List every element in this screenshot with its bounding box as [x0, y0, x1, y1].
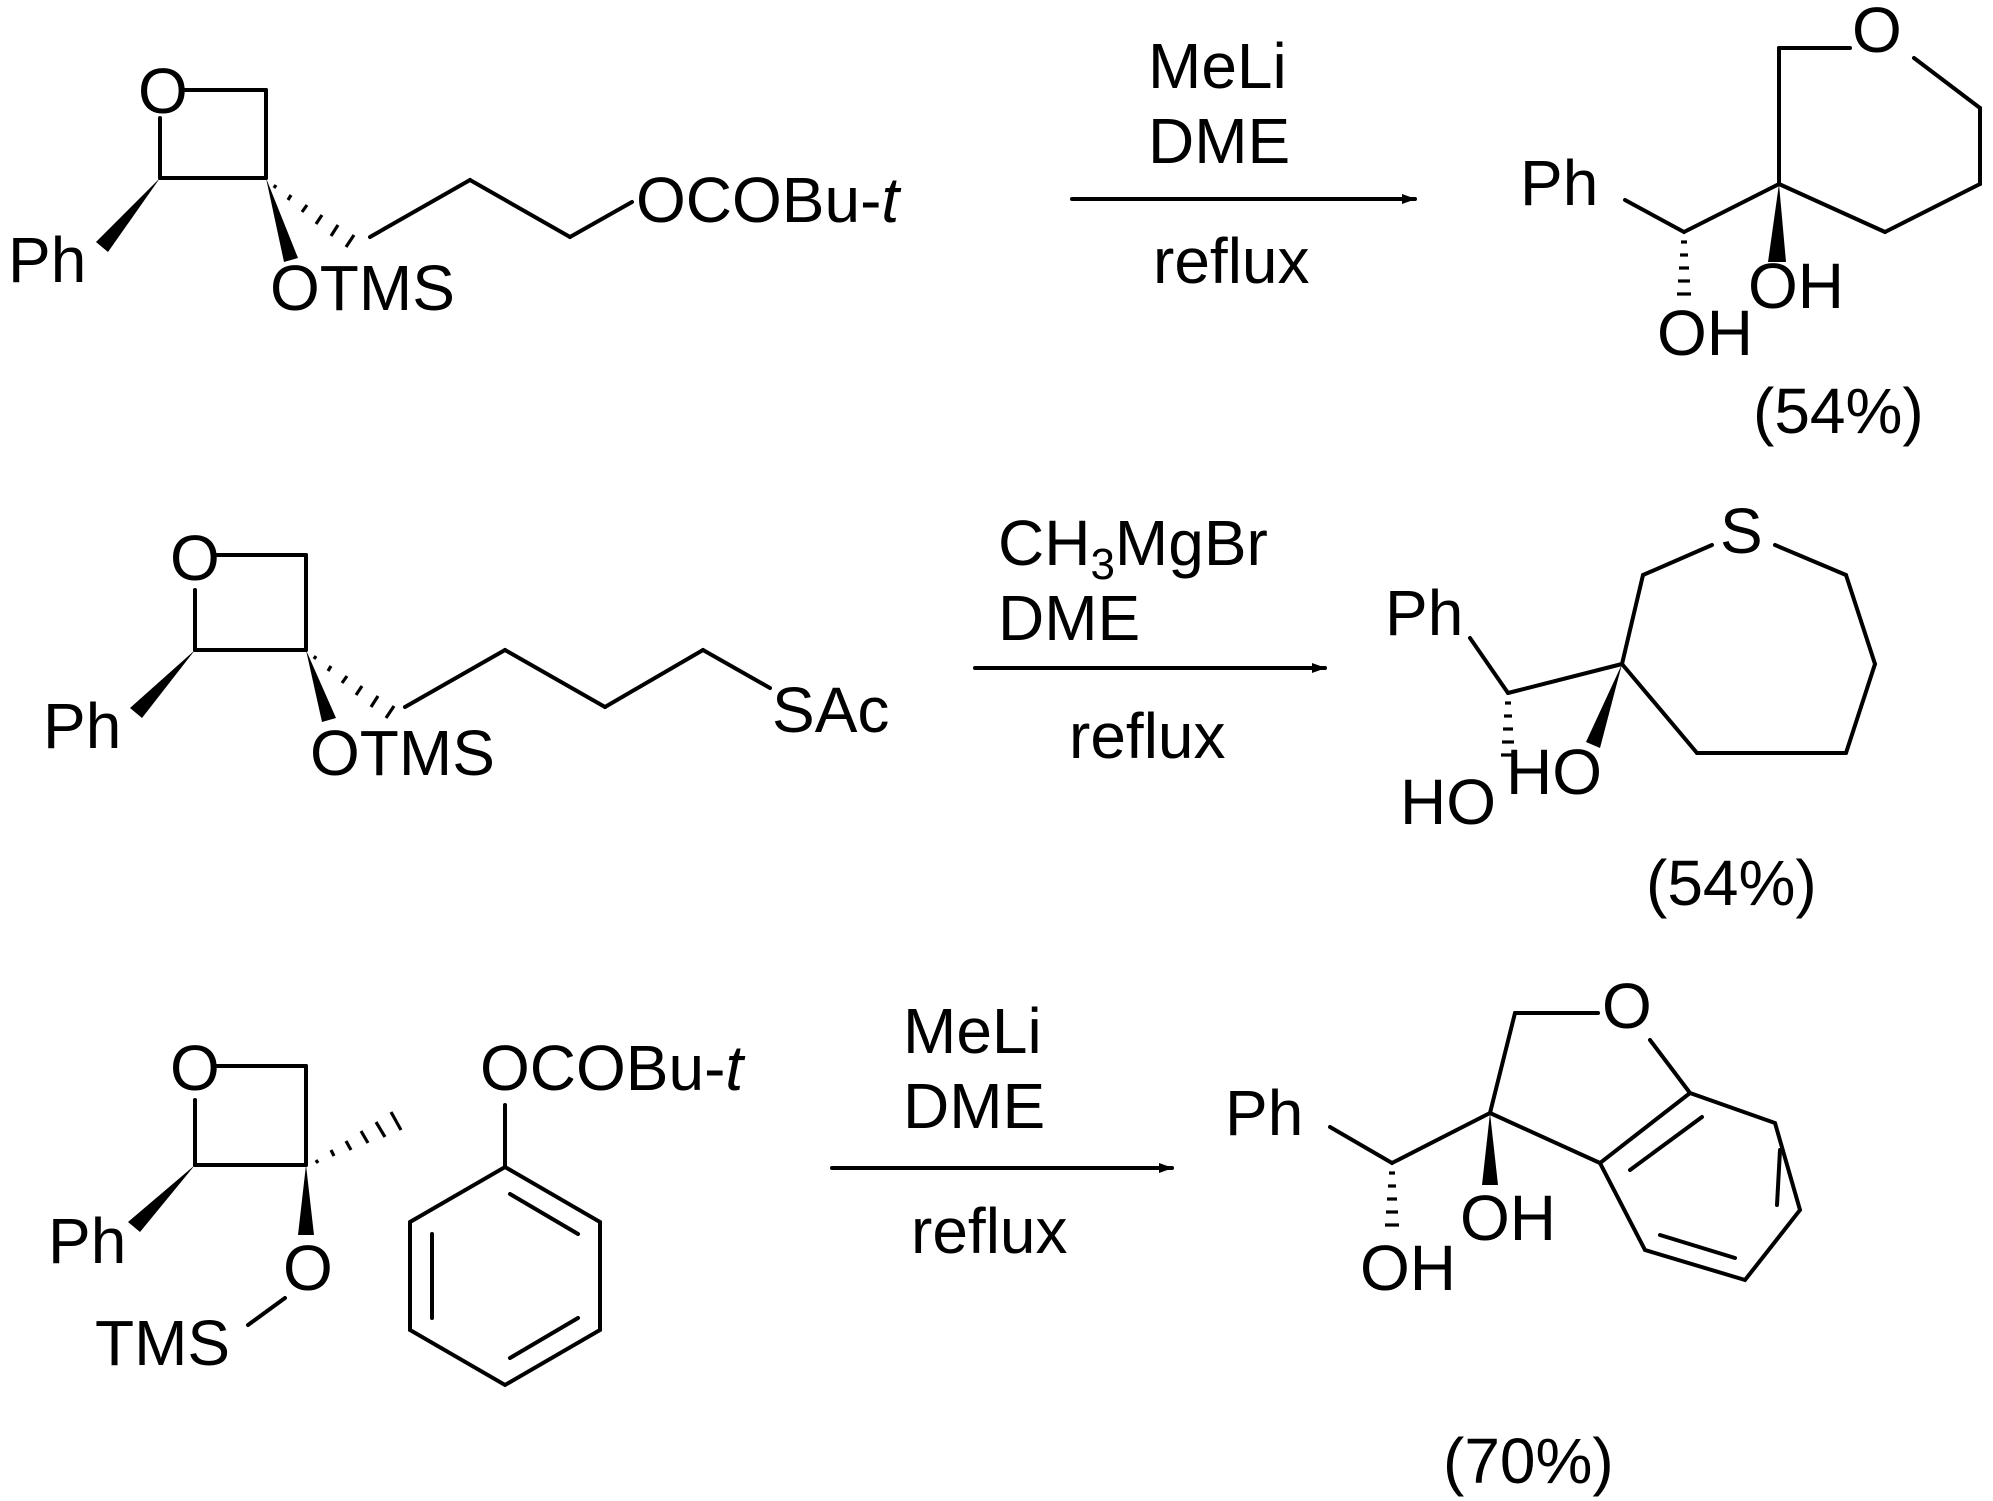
bond — [1488, 1111, 1602, 1165]
phenyl-label: Ph — [48, 1205, 126, 1277]
aromatic-bond — [508, 1192, 580, 1236]
bond — [503, 648, 607, 709]
bond — [1623, 198, 1686, 234]
bond — [1488, 1011, 1517, 1115]
bond — [1468, 636, 1510, 695]
phenyl-label: Ph — [1385, 577, 1463, 649]
bond — [1648, 1038, 1692, 1095]
silyl-ether-oxygen-label: O — [283, 1232, 333, 1304]
bond — [1883, 182, 1982, 234]
secondary-oh-label: HO — [1400, 766, 1496, 838]
yield-label: (54%) — [1753, 375, 1924, 447]
bond — [1912, 56, 1982, 110]
tms-label: TMS — [95, 1307, 230, 1379]
temperature-label: reflux — [1069, 700, 1226, 772]
reaction-3: O Ph O TMS OCOBu-t — [48, 970, 1803, 1497]
reactant-1: O Ph OTMS OCOBu-t — [8, 55, 901, 324]
conditions-1: MeLi DME reflux — [1070, 30, 1417, 297]
bond — [1328, 1125, 1394, 1165]
benzene-ring — [1597, 1090, 1803, 1283]
bond — [1620, 662, 1699, 755]
phenyl-label: Ph — [8, 224, 86, 296]
conditions-3: MeLi DME reflux — [830, 995, 1174, 1267]
product-1: O OH Ph OH — [1520, 0, 1982, 369]
secondary-oh-label: OH — [1657, 297, 1753, 369]
wedge-bond — [298, 1165, 314, 1235]
wedge-bond — [1768, 184, 1786, 262]
wedge-bond — [266, 178, 298, 262]
bond — [701, 648, 772, 690]
bond — [403, 648, 507, 709]
bond — [246, 1296, 287, 1327]
ring-sulfur-label: S — [1720, 495, 1763, 567]
reaction-2: O Ph OTMS SAc CH3MgBr — [43, 495, 1877, 919]
bond — [1773, 543, 1848, 577]
bond — [1844, 662, 1877, 755]
reactant-3: O Ph O TMS OCOBu-t — [48, 1032, 745, 1388]
reagent-label: CH3MgBr — [998, 507, 1268, 589]
reagent-label: MeLi — [1148, 30, 1287, 102]
reagent-label: MeLi — [903, 995, 1042, 1067]
wedge-bond — [306, 650, 336, 722]
bond — [1390, 1111, 1492, 1165]
tertiary-oh-label: OH — [1460, 1182, 1556, 1254]
hashed-bond — [272, 184, 356, 248]
temperature-label: reflux — [1153, 225, 1310, 297]
aromatic-bond — [1628, 1115, 1704, 1172]
phenyl-label: Ph — [1225, 1077, 1303, 1149]
tertiary-oh-label: OH — [1748, 250, 1844, 322]
bond — [468, 178, 572, 239]
bond — [568, 200, 634, 239]
pivalate-label: OCOBu-t — [480, 1032, 745, 1104]
wedge-bond — [1482, 1113, 1498, 1185]
hashed-bond — [314, 1111, 403, 1164]
bond — [1641, 543, 1714, 577]
tertiary-oh-label: HO — [1506, 736, 1602, 808]
bond — [1620, 573, 1645, 666]
yield-label: (70%) — [1443, 1425, 1614, 1497]
benzene-ring — [408, 1164, 602, 1388]
hashed-bond — [1385, 1171, 1399, 1227]
bond — [1844, 573, 1877, 666]
furan-oxygen-label: O — [1602, 970, 1652, 1042]
bond — [368, 178, 472, 239]
solvent-label: DME — [903, 1070, 1045, 1142]
product-2: S HO Ph HO — [1385, 495, 1877, 838]
otms-label: OTMS — [310, 717, 495, 789]
solvent-label: DME — [998, 582, 1140, 654]
oxetane-oxygen-label: O — [170, 1032, 220, 1104]
hashed-bond — [1501, 701, 1515, 757]
aromatic-bond — [1775, 1148, 1782, 1207]
aromatic-bond — [1658, 1233, 1737, 1260]
pivalate-label: OCOBu-t — [636, 164, 901, 236]
phenyl-label: Ph — [43, 690, 121, 762]
product-3: O OH Ph OH — [1225, 970, 1803, 1304]
aromatic-bond — [508, 1316, 580, 1360]
reaction-1: O Ph OTMS OCOBu-t MeLi DME — [8, 0, 1982, 447]
oxetane-oxygen-label: O — [170, 522, 220, 594]
bond — [1506, 662, 1624, 695]
bond — [1777, 182, 1887, 234]
bond — [603, 648, 705, 709]
secondary-oh-label: OH — [1360, 1232, 1456, 1304]
yield-label: (54%) — [1646, 847, 1817, 919]
ring-oxygen-label: O — [1852, 0, 1902, 66]
oxetane-oxygen-label: O — [138, 55, 188, 127]
otms-label: OTMS — [270, 252, 455, 324]
hashed-bond — [1677, 240, 1691, 296]
wedge-bond — [130, 650, 195, 718]
wedge-bond — [128, 1165, 195, 1232]
reactant-2: O Ph OTMS SAc — [43, 522, 889, 789]
thioacetate-label: SAc — [772, 674, 889, 746]
solvent-label: DME — [1148, 105, 1290, 177]
bond — [1682, 182, 1781, 234]
hashed-bond — [312, 655, 396, 719]
temperature-label: reflux — [911, 1195, 1068, 1267]
conditions-2: CH3MgBr DME reflux — [973, 507, 1327, 772]
wedge-bond — [96, 178, 160, 252]
wedge-bond — [1586, 664, 1622, 748]
phenyl-label: Ph — [1520, 147, 1598, 219]
